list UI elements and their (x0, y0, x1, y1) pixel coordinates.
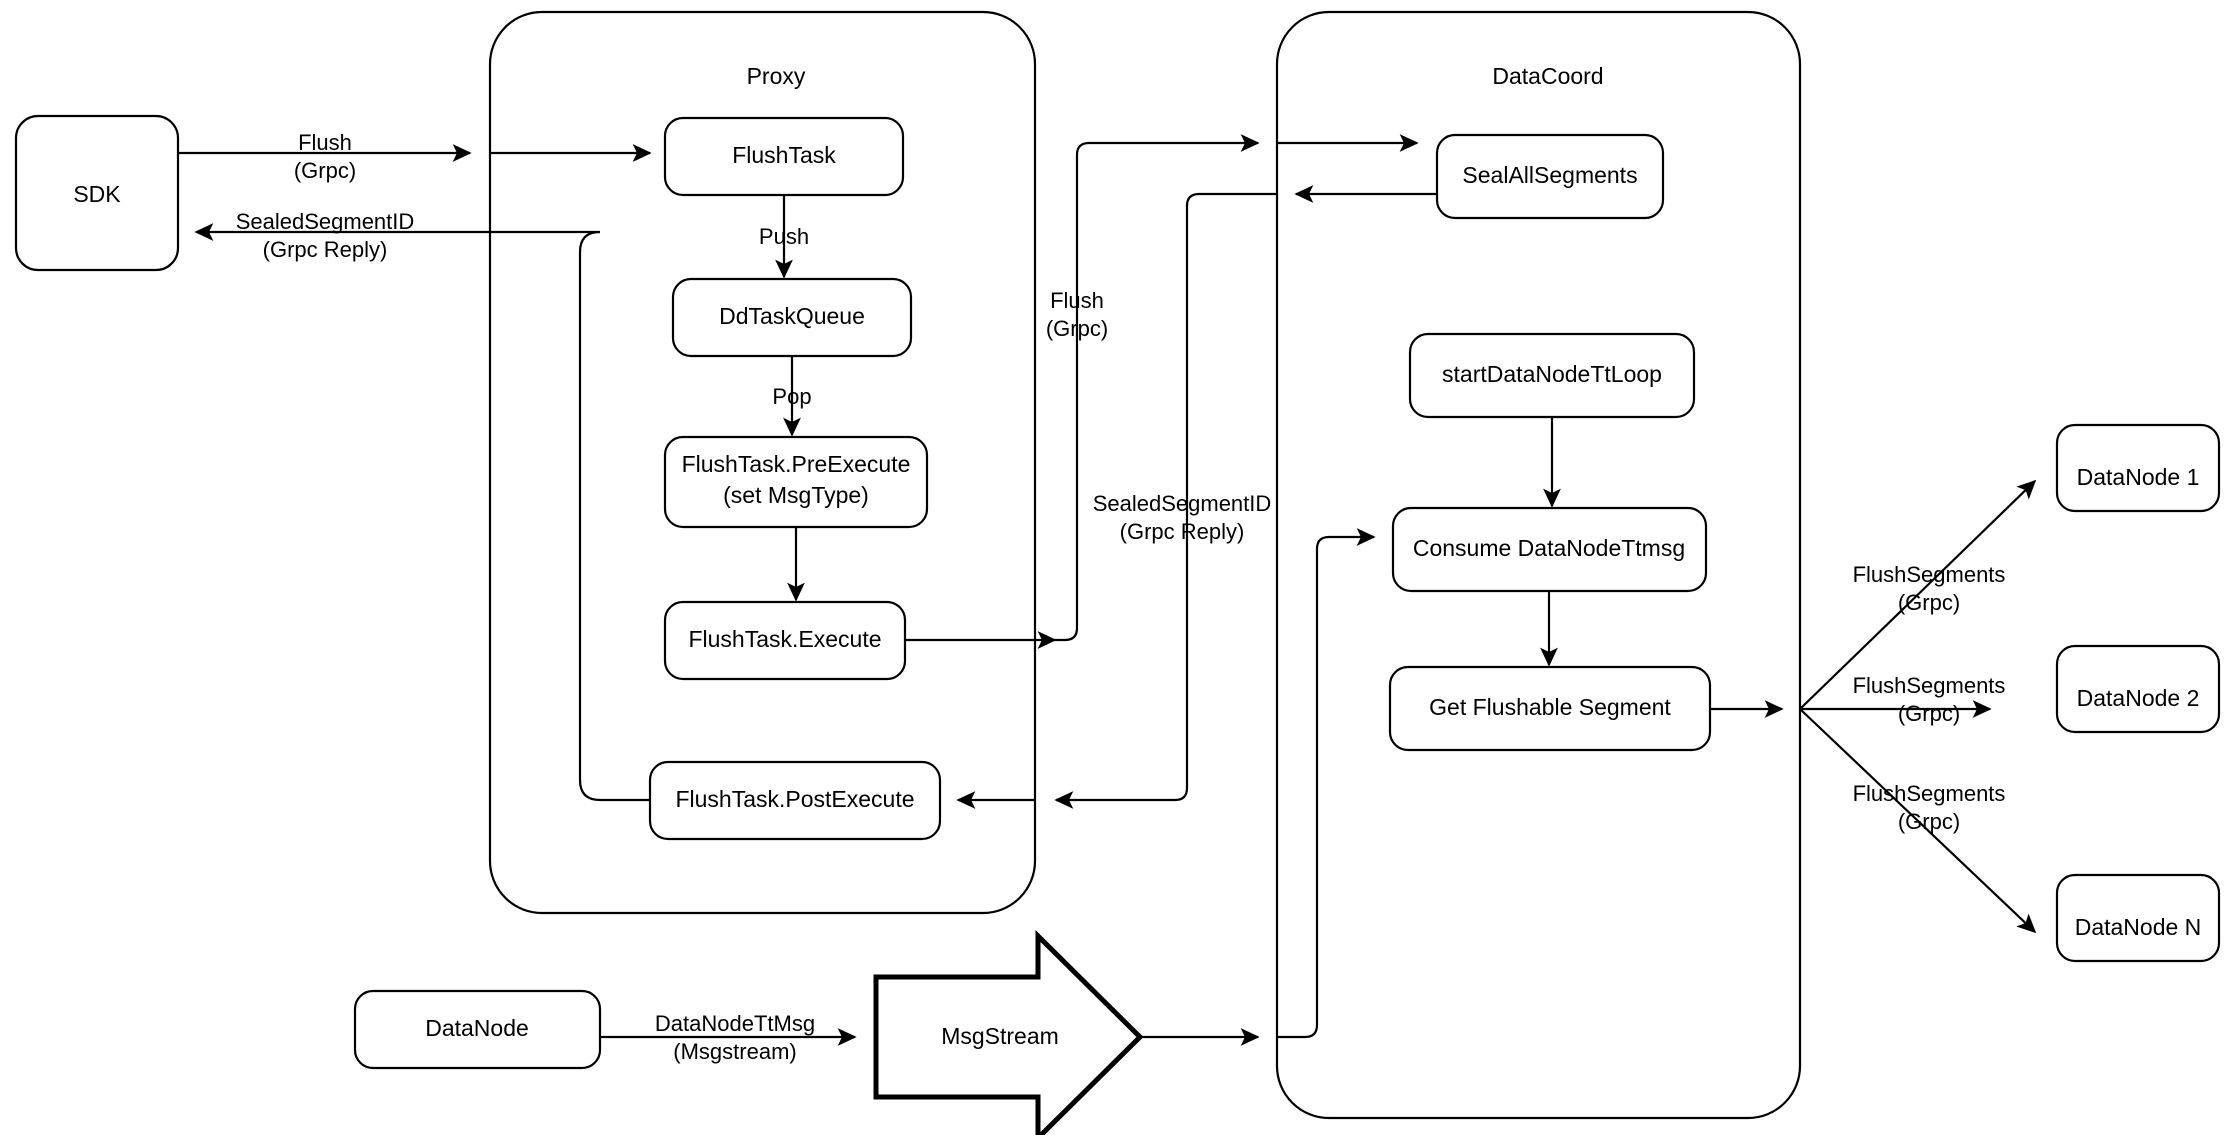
node-ddtaskqueue-label: DdTaskQueue (719, 303, 865, 329)
datacoord-container-title: DataCoord (1492, 63, 1603, 89)
edge-label-proxy-to-coord-flush-line1: Flush (1050, 288, 1104, 313)
node-msgstream-label: MsgStream (941, 1023, 1059, 1049)
edge-label-proxy-to-coord-flush-line2: (Grpc) (1046, 316, 1108, 341)
node-datanode-n-label: DataNode N (2075, 914, 2202, 940)
edge-fanout-to-datanode1 (1799, 479, 2037, 710)
edge-label-flushsegments-1-line1: FlushSegments (1853, 562, 2006, 587)
edge-label-flushsegments-1-line2: (Grpc) (1898, 590, 1960, 615)
node-flushtask-execute-label: FlushTask.Execute (688, 626, 881, 652)
node-flushtask-postexecute-label: FlushTask.PostExecute (675, 786, 914, 812)
node-datanode-n[interactable] (2055, 873, 2221, 963)
node-start-datanode-tt-loop-label: startDataNodeTtLoop (1442, 361, 1662, 387)
edge-label-flushsegments-2-line1: FlushSegments (1853, 673, 2006, 698)
node-flushtask-postexecute[interactable] (648, 760, 942, 841)
node-datanode-2[interactable] (2055, 644, 2221, 734)
node-datanode-1[interactable] (2055, 423, 2221, 513)
proxy-container-title: Proxy (747, 63, 806, 89)
edge-label-flush-grpc-line1: Flush (298, 130, 352, 155)
node-flushtask-preexecute-label-line1: FlushTask.PreExecute (682, 451, 911, 477)
node-msgstream[interactable] (873, 930, 1144, 1135)
node-sdk[interactable] (14, 114, 180, 272)
node-flushtask-label: FlushTask (732, 142, 836, 168)
node-datanode-1-label: DataNode 1 (2077, 464, 2200, 490)
edge-label-flushsegments-n-line1: FlushSegments (1853, 781, 2006, 806)
edge-label-coord-to-proxy-sealedsegmentid-line1: SealedSegmentID (1093, 491, 1272, 516)
node-flushtask-preexecute-label-line2: (set MsgType) (723, 482, 869, 508)
node-sdk-label: SDK (73, 181, 121, 207)
edge-postexecute-to-sdk-path (455, 230, 650, 802)
edge-label-datanode-ttmsg-line1: DataNodeTtMsg (655, 1011, 815, 1036)
edge-datacoord-border-to-consume (1277, 528, 1376, 1039)
node-sealallsegments-label: SealAllSegments (1462, 162, 1637, 188)
node-datanode-2-label: DataNode 2 (2077, 685, 2200, 711)
edge-coord-reply-to-proxy (1054, 192, 1277, 809)
edge-label-flushsegments-2-line2: (Grpc) (1898, 701, 1960, 726)
edge-label-coord-to-proxy-sealedsegmentid-line2: (Grpc Reply) (1120, 519, 1245, 544)
edge-fanout-to-datanoden (1799, 708, 2037, 934)
edge-label-sealedsegmentid-reply-line2: (Grpc Reply) (263, 237, 388, 262)
edge-label-push: Push (759, 224, 809, 249)
node-consume-datanode-ttmsg-label: Consume DataNodeTtmsg (1413, 535, 1685, 561)
proxy-container (488, 10, 1037, 915)
edge-label-pop: Pop (772, 384, 811, 409)
edge-label-flush-grpc-line2: (Grpc) (294, 158, 356, 183)
node-datanode-producer-label: DataNode (425, 1015, 529, 1041)
edge-label-datanode-ttmsg-line2: (Msgstream) (673, 1039, 796, 1064)
node-get-flushable-segment-label: Get Flushable Segment (1429, 694, 1671, 720)
datacoord-container (1275, 10, 1802, 1120)
edge-label-flushsegments-n-line2: (Grpc) (1898, 809, 1960, 834)
node-sealallsegments[interactable] (1435, 133, 1665, 220)
node-datanode-producer[interactable] (353, 989, 602, 1070)
edge-flush-grpc-to-datacoord (1055, 134, 1260, 642)
edge-label-sealedsegmentid-reply-line1: SealedSegmentID (236, 209, 415, 234)
